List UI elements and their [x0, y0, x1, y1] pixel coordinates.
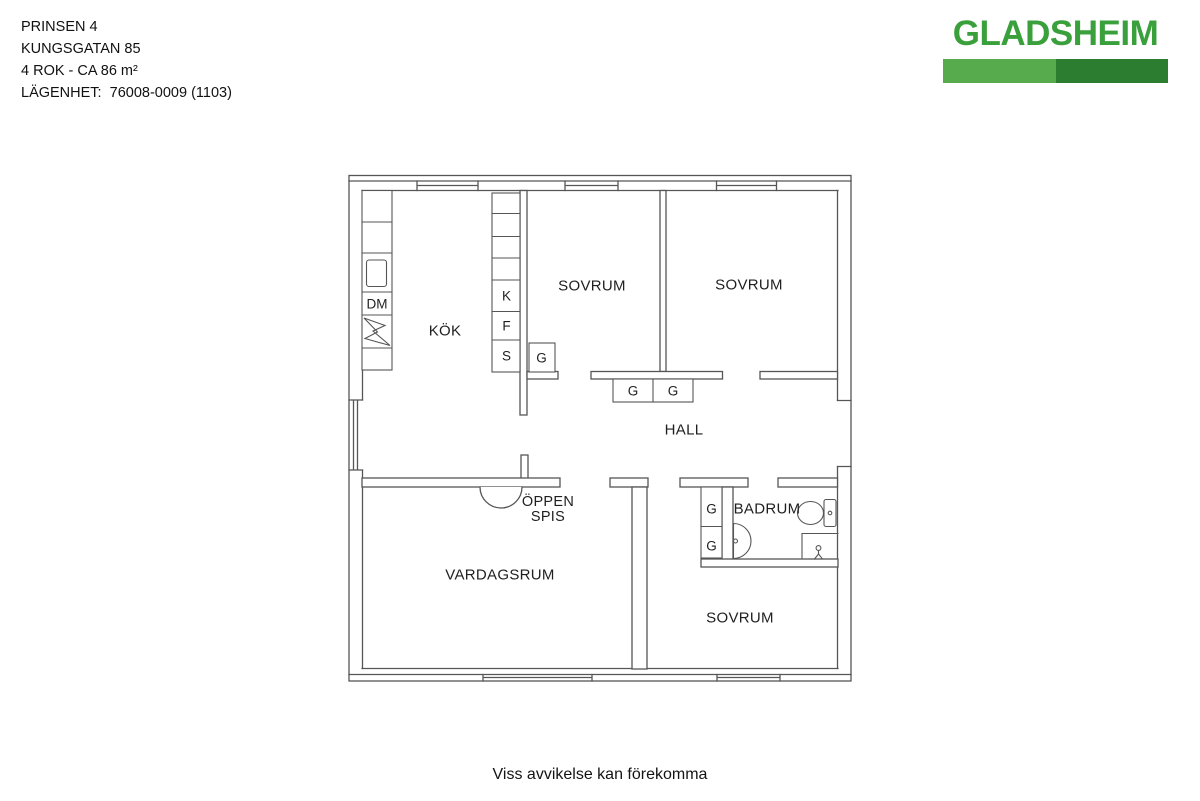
window-left-wall: [348, 399, 364, 471]
windows: [348, 180, 781, 682]
label-wardrobe-hall-2: G: [667, 383, 679, 398]
disclaimer-text: Viss avvikelse kan förekomma: [492, 766, 708, 783]
room-label-bedroom-3: SOVRUM: [706, 609, 774, 627]
label-freezer: F: [502, 318, 511, 334]
kitchen-sink-unit: [365, 259, 388, 288]
logo-wordmark: GLADSHEIM: [952, 14, 1159, 53]
property-header: PRINSEN 4 KUNGSGATAN 85 4 ROK - CA 86 m²…: [21, 16, 232, 104]
toilet-icon: [796, 498, 837, 528]
window-bedroom-3: [716, 673, 781, 682]
fireplace-chimney: [520, 454, 529, 480]
room-label-bedroom-2: SOVRUM: [715, 276, 783, 294]
label-wardrobe-hall-1: G: [627, 383, 639, 398]
room-label-living-room: VARDAGSRUM: [445, 566, 555, 584]
fireplace-label-line1: ÖPPEN: [521, 494, 575, 510]
washbasin-icon: [732, 522, 752, 560]
label-fridge: K: [501, 288, 512, 304]
kitchen-appliance-column: [491, 192, 521, 373]
label-pantry: S: [501, 348, 512, 364]
floor-drain-icon: [813, 545, 824, 560]
room-label-bathroom: BADRUM: [733, 500, 801, 518]
wardrobe-bedroom-1: [528, 342, 556, 373]
window-living-room: [482, 673, 593, 682]
room-label-fireplace: ÖPPEN SPIS: [522, 495, 574, 525]
wardrobes: [528, 342, 723, 559]
property-name: PRINSEN 4: [21, 19, 98, 35]
wardrobe-bedroom-3-pair: [700, 486, 723, 559]
apartment-id: LÄGENHET: 76008-0009 (1103): [21, 85, 232, 101]
entrance-opening: [836, 399, 852, 468]
kitchen-cabinets: [361, 189, 393, 371]
room-label-hall: HALL: [664, 421, 704, 439]
room-label-kitchen: KÖK: [428, 322, 462, 340]
label-wardrobe-bedroom-3-1: G: [706, 501, 717, 517]
logo-bar-right: [1055, 59, 1168, 83]
label-wardrobe-bedroom-1: G: [536, 350, 547, 366]
fireplace-arc: [479, 486, 523, 509]
exterior-walls: [348, 174, 852, 682]
label-wardrobe-bedroom-3-2: G: [706, 538, 717, 554]
stove-icon: [363, 317, 391, 347]
property-address: KUNGSGATAN 85: [21, 41, 141, 57]
window-kitchen: [416, 180, 479, 192]
room-label-bedroom-1: SOVRUM: [558, 277, 626, 295]
window-bedroom-1: [564, 180, 619, 192]
fireplace-label-line2: SPIS: [530, 509, 566, 525]
property-size: 4 ROK - CA 86 m²: [21, 63, 138, 79]
window-bedroom-2: [715, 180, 778, 192]
label-dishwasher: DM: [366, 296, 388, 311]
interior-walls: [361, 189, 839, 670]
bathroom-fixtures: [732, 498, 839, 560]
logo-bar: [943, 59, 1168, 83]
wardrobe-hall-pair: [612, 378, 694, 403]
logo-bar-left: [943, 59, 1056, 83]
